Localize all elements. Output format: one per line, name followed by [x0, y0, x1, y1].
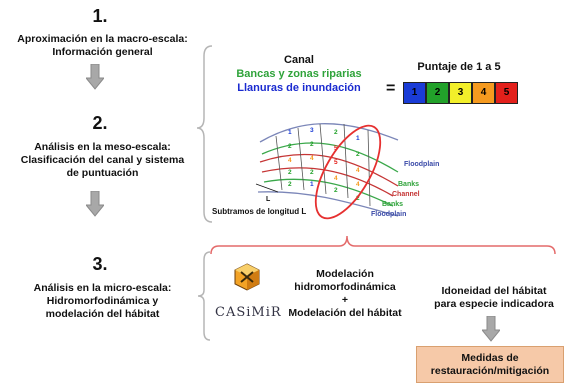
svg-text:2: 2 [334, 129, 338, 136]
step-3-line1: Análisis en la micro-escala: [33, 282, 172, 294]
model-line2: hidromorfodinámica [294, 281, 396, 293]
step-2-line1: Análisis en la meso-escala: [34, 141, 171, 153]
svg-text:2: 2 [288, 143, 292, 150]
micro-bracket [210, 235, 556, 255]
suitability-text: Idoneidad del hábitat para especie indic… [425, 285, 563, 311]
medidas-line2: restauración/mitigación [430, 364, 550, 377]
score-box-5: 5 [495, 82, 518, 104]
step-2-line3: de puntuación [66, 167, 139, 179]
score-box-3: 3 [449, 82, 472, 104]
medidas-box: Medidas de restauración/mitigación [416, 346, 564, 383]
down-arrow-icon [482, 316, 500, 342]
idone-line2: para especie indicadora [434, 298, 554, 310]
svg-text:1: 1 [310, 181, 314, 188]
step-2-number: 2. [92, 113, 108, 133]
legend-bancas: Bancas y zonas riparias [236, 68, 362, 80]
svg-text:4: 4 [334, 175, 338, 182]
casimir-logo-text: CASiMiR [215, 305, 282, 320]
step-3-text: Análisis en la micro-escala: Hidromorfod… [0, 282, 205, 321]
step-3-line2: Hidromorfodinámica y [46, 295, 159, 307]
step-2-text: Análisis en la meso-escala: Clasificació… [0, 141, 205, 180]
score-box-1: 1 [403, 82, 426, 104]
step-3-line3: modelación del hábitat [45, 308, 160, 320]
svg-text:4: 4 [288, 157, 292, 164]
svg-text:1: 1 [356, 135, 360, 142]
step-3-number: 3. [92, 254, 108, 274]
svg-text:5: 5 [334, 145, 338, 152]
svg-text:2: 2 [310, 169, 314, 176]
map-label-banks-bottom: Banks [382, 201, 404, 208]
step-1-line1: Aproximación en la macro-escala: [17, 33, 188, 45]
score-scale: 1 2 3 4 5 [403, 82, 518, 104]
down-arrow-icon [86, 64, 104, 90]
svg-text:2: 2 [334, 187, 338, 194]
map-label-L: L [266, 196, 271, 203]
svg-text:4: 4 [356, 181, 360, 188]
map-label-banks-top: Banks [398, 181, 420, 188]
svg-text:3: 3 [310, 127, 314, 134]
svg-text:2: 2 [288, 169, 292, 176]
modelling-text: Modelación hidromorfodinámica + Modelaci… [270, 268, 420, 320]
model-plus: + [341, 294, 349, 306]
legend: Canal Bancas y zonas riparias Llanuras d… [214, 53, 384, 95]
score-box-4: 4 [472, 82, 495, 104]
map-label-subtramos: Subtramos de longitud L [212, 207, 307, 216]
map-label-floodplain-top: Floodplain [404, 161, 440, 168]
legend-equals: = [386, 80, 396, 97]
down-arrow-icon [86, 191, 104, 217]
map-label-floodplain-bottom: Floodplain [371, 211, 407, 218]
map-label-channel: Channel [392, 191, 420, 198]
micro-side-bracket [197, 251, 211, 341]
step-1-number: 1. [92, 6, 108, 26]
svg-text:4: 4 [310, 155, 314, 162]
svg-text:1: 1 [288, 129, 292, 136]
step-2-line2: Clasificación del canal y sistema [20, 154, 185, 166]
river-segment-map: 1 3 2 1 2 2 5 2 4 4 5 4 2 2 4 4 2 1 2 2 [255, 123, 399, 220]
score-box-2: 2 [426, 82, 449, 104]
medidas-line1: Medidas de [461, 351, 519, 364]
svg-text:2: 2 [310, 141, 314, 148]
svg-text:2: 2 [288, 181, 292, 188]
svg-text:4: 4 [356, 167, 360, 174]
step-1-text: Aproximación en la macro-escala: Informa… [0, 33, 205, 59]
meso-bracket [196, 45, 213, 223]
legend-canal: Canal [284, 54, 314, 66]
score-title: Puntaje de 1 a 5 [417, 61, 501, 73]
legend-llanuras: Llanuras de inundación [237, 82, 361, 94]
svg-text:2: 2 [356, 151, 360, 158]
model-line1: Modelación [316, 268, 374, 280]
svg-text:2: 2 [356, 195, 360, 202]
casimir-cube-logo [234, 263, 260, 291]
svg-text:5: 5 [334, 159, 338, 166]
idone-line1: Idoneidad del hábitat [441, 285, 547, 297]
model-line3: Modelación del hábitat [288, 307, 402, 319]
step-1-line2: Información general [52, 46, 153, 58]
